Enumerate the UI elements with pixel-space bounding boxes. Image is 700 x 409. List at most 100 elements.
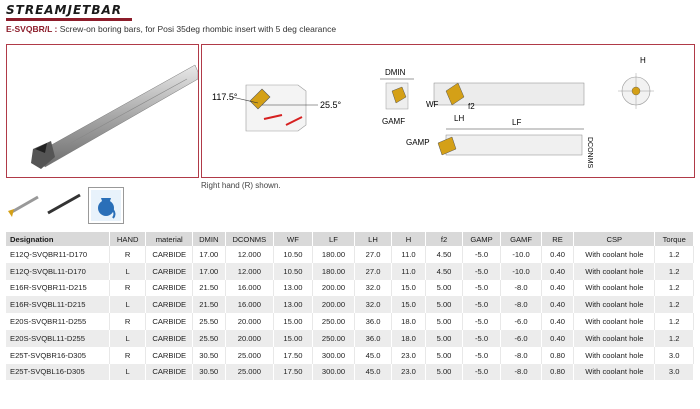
table-cell: -5.0: [462, 313, 502, 330]
table-cell: -8.0: [500, 363, 542, 381]
table-cell: 30.50: [192, 363, 226, 381]
dim-label-dconms: DCONMS: [586, 137, 593, 168]
column-header: DCONMS: [225, 232, 275, 246]
table-cell: 0.40: [541, 329, 575, 347]
table-cell: 27.0: [354, 246, 392, 263]
table-cell: -6.0: [500, 329, 542, 347]
figure-caption: Right hand (R) shown.: [201, 181, 281, 190]
table-cell: 0.40: [541, 296, 575, 314]
table-cell: With coolant hole: [573, 246, 656, 263]
technical-drawing-frame: 117.5° 25.5° DMIN GAMF WF f2 LH LF DCONM…: [201, 44, 695, 178]
table-cell: With coolant hole: [573, 346, 656, 364]
table-cell: 16.000: [225, 279, 275, 297]
side-view-sketch: WF f2 LH LF DCONMS: [426, 82, 593, 168]
table-cell: 0.80: [541, 346, 575, 364]
table-cell: R: [109, 279, 147, 297]
table-cell: CARBIDE: [145, 313, 194, 330]
table-cell: 0.80: [541, 363, 575, 381]
table-cell: 10.50: [273, 246, 313, 263]
table-cell: With coolant hole: [573, 279, 656, 297]
table-cell: L: [109, 262, 147, 280]
brand-underline: [6, 18, 132, 21]
designation-cell: E16R-SVQBL11-D215: [6, 296, 110, 314]
table-cell: 21.50: [192, 279, 226, 297]
table-cell: 15.0: [391, 279, 427, 297]
angle-label-25: 25.5°: [320, 100, 342, 110]
table-cell: 23.0: [391, 363, 427, 381]
table-cell: 200.00: [312, 296, 356, 314]
table-cell: CARBIDE: [145, 329, 194, 347]
table-cell: 300.00: [312, 346, 356, 364]
table-cell: CARBIDE: [145, 363, 194, 381]
table-cell: 12.000: [225, 246, 275, 263]
dim-label-lf: LF: [512, 118, 521, 127]
table-cell: L: [109, 296, 147, 314]
table-cell: R: [109, 346, 147, 364]
table-cell: -5.0: [462, 346, 502, 364]
thumbnail-bar-insert[interactable]: [6, 187, 42, 222]
table-cell: 1.2: [654, 329, 694, 347]
table-cell: 17.50: [273, 346, 313, 364]
bottom-view-sketch: GAMP: [406, 134, 583, 156]
angle-detail-sketch: 117.5° 25.5°: [212, 84, 342, 132]
column-header: RE: [541, 232, 575, 246]
table-cell: -8.0: [500, 279, 542, 297]
brand-logo: STREAMJETBAR: [6, 3, 123, 17]
table-cell: 18.0: [391, 329, 427, 347]
dim-label-gamp: GAMP: [406, 138, 430, 147]
table-cell: CARBIDE: [145, 262, 194, 280]
table-cell: With coolant hole: [573, 329, 656, 347]
table-cell: -8.0: [500, 296, 542, 314]
table-cell: 3.0: [654, 363, 694, 381]
table-cell: -10.0: [500, 246, 542, 263]
table-cell: 25.000: [225, 346, 275, 364]
table-cell: 5.00: [425, 296, 463, 314]
table-cell: 1.2: [654, 246, 694, 263]
designation-cell: E20S-SVQBR11-D255: [6, 313, 110, 330]
designation-cell: E25T-SVQBR16-D305: [6, 346, 110, 364]
table-cell: 45.0: [354, 363, 392, 381]
table-cell: CARBIDE: [145, 346, 194, 364]
end-view-sketch: DMIN GAMF: [380, 68, 414, 126]
product-description: Screw-on boring bars, for Posi 35deg rho…: [59, 24, 337, 34]
dim-label-wf: WF: [426, 100, 439, 109]
table-cell: 45.0: [354, 346, 392, 364]
table-cell: With coolant hole: [573, 262, 656, 280]
table-cell: 10.50: [273, 262, 313, 280]
table-cell: CARBIDE: [145, 296, 194, 314]
table-cell: R: [109, 313, 147, 330]
thumbnail-dark-bar[interactable]: [44, 187, 84, 222]
table-cell: 5.00: [425, 279, 463, 297]
table-cell: 30.50: [192, 346, 226, 364]
table-cell: 15.0: [391, 296, 427, 314]
section-view-sketch: H: [618, 56, 654, 109]
table-cell: With coolant hole: [573, 313, 656, 330]
table-cell: 300.00: [312, 363, 356, 381]
table-cell: 13.00: [273, 279, 313, 297]
dim-label-gamf: GAMF: [382, 117, 405, 126]
table-cell: 18.0: [391, 313, 427, 330]
dark-bar-thumbnail-icon: [47, 193, 81, 215]
table-cell: 5.00: [425, 346, 463, 364]
column-header: GAMF: [500, 232, 542, 246]
table-cell: -5.0: [462, 246, 502, 263]
table-cell: 1.2: [654, 296, 694, 314]
table-cell: 25.50: [192, 313, 226, 330]
table-cell: CARBIDE: [145, 246, 194, 263]
table-cell: 36.0: [354, 313, 392, 330]
table-cell: 16.000: [225, 296, 275, 314]
thumbnail-coolant[interactable]: [88, 187, 124, 224]
table-cell: 15.00: [273, 313, 313, 330]
table-cell: 21.50: [192, 296, 226, 314]
table-cell: 5.00: [425, 313, 463, 330]
coolant-icon: [91, 190, 121, 221]
table-cell: 3.0: [654, 346, 694, 364]
table-cell: With coolant hole: [573, 296, 656, 314]
table-cell: 5.00: [425, 363, 463, 381]
